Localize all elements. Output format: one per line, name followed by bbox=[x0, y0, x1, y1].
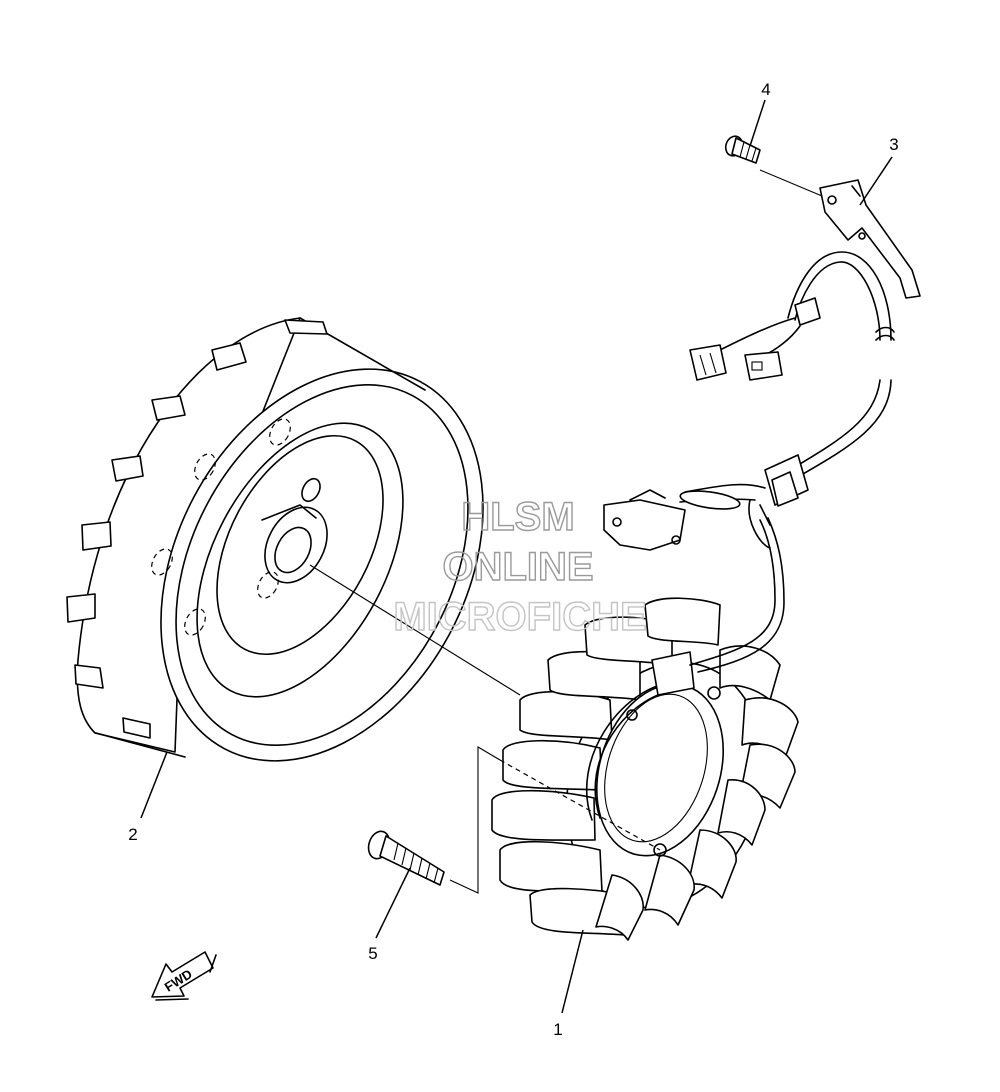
watermark-line-2: ONLINE bbox=[442, 545, 593, 589]
callout-5: 5 bbox=[368, 944, 377, 963]
callout-3: 3 bbox=[889, 135, 898, 154]
watermark-line-3: MICROFICHE bbox=[393, 595, 646, 639]
callout-1: 1 bbox=[553, 1020, 562, 1039]
callout-2: 2 bbox=[128, 825, 137, 844]
wire-clamp-bracket[interactable] bbox=[819, 179, 921, 299]
watermark: HLSM ONLINE MICROFICHE bbox=[393, 494, 648, 639]
leader-lines bbox=[140, 99, 893, 1014]
watermark-line-1: HLSM bbox=[461, 495, 574, 539]
bolt-part-5[interactable] bbox=[365, 829, 445, 886]
screw-part-4[interactable] bbox=[723, 134, 761, 164]
stator-wire-harness bbox=[603, 251, 895, 673]
stator-assembly[interactable] bbox=[491, 597, 799, 941]
forward-arrow-icon: FWD bbox=[151, 951, 217, 1001]
callout-4: 4 bbox=[761, 80, 770, 99]
flywheel-rotor[interactable] bbox=[66, 313, 548, 816]
assembly-lines bbox=[309, 169, 823, 894]
